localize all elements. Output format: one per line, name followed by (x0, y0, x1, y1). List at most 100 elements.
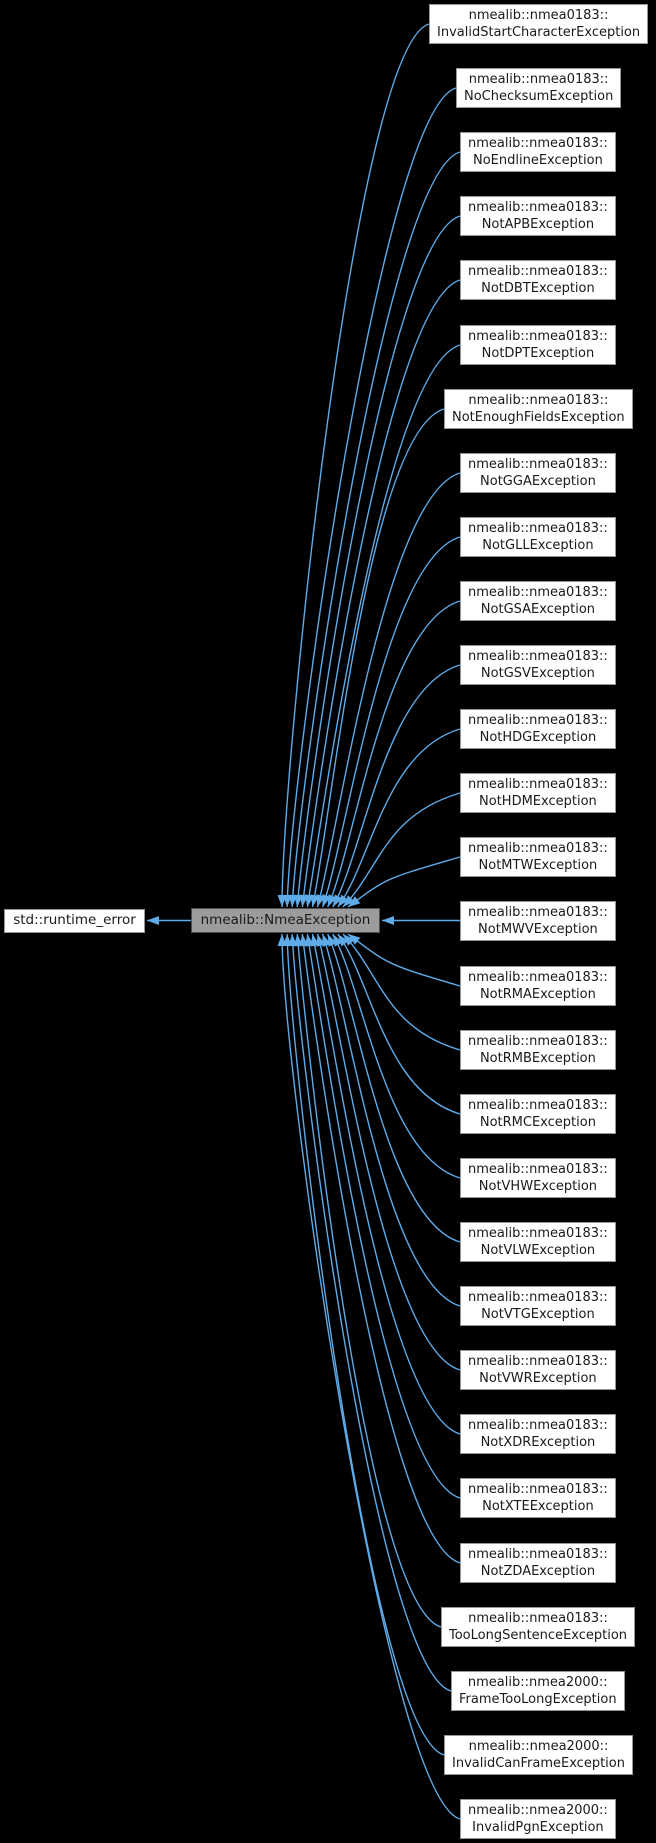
class-namespace: nmealib::nmea0183:: (468, 585, 608, 600)
class-name: NotGSAException (480, 601, 596, 617)
inheritance-edge (337, 728, 461, 908)
derived-class-node[interactable]: nmealib::nmea2000:: InvalidCanFrameExcep… (444, 1735, 633, 1775)
inheritance-edge (288, 933, 452, 1692)
inheritance-edge (316, 472, 461, 908)
class-name: TooLongSentenceException (449, 1627, 628, 1643)
inheritance-edge (342, 933, 461, 1051)
derived-class-node[interactable]: nmealib::nmea0183:: NotMTWException (460, 837, 616, 877)
class-namespace: nmealib::nmea0183:: (468, 521, 608, 536)
derived-class-node[interactable]: nmealib::nmea2000:: FrameTooLongExceptio… (451, 1671, 625, 1711)
derived-class-node[interactable]: nmealib::nmea0183:: NotRMCException (460, 1094, 616, 1134)
derived-class-node[interactable]: nmealib::nmea0183:: NotRMBException (460, 1030, 616, 1070)
class-name: NotDPTException (481, 345, 595, 361)
inheritance-edge (299, 279, 461, 908)
inheritance-edge (282, 87, 457, 908)
derived-class-node[interactable]: nmealib::nmea0183:: NotZDAException (460, 1543, 616, 1583)
class-namespace: nmealib::nmea0183:: (468, 1482, 608, 1497)
class-namespace: nmealib::nmea0183:: (468, 1290, 608, 1305)
class-name: NotRMCException (479, 1114, 596, 1130)
class-namespace: nmealib::nmea0183:: (468, 1226, 608, 1241)
inheritance-edge (332, 933, 461, 1179)
inheritance-edge (277, 23, 430, 908)
inheritance-edge (327, 933, 461, 1243)
inheritance-edge (304, 933, 461, 1499)
class-namespace: nmealib::nmea0183:: (468, 841, 608, 856)
derived-class-node[interactable]: nmealib::nmea0183:: NotVWRException (460, 1350, 616, 1390)
class-namespace: nmealib::nmea0183:: (468, 1034, 608, 1049)
inheritance-edge (282, 933, 445, 1756)
class-name: NotGLLException (482, 537, 594, 553)
class-name: NotMWVException (478, 921, 598, 937)
class-namespace: nmealib::nmea0183:: (468, 1547, 608, 1562)
class-namespace: nmealib::nmea0183:: (468, 1098, 608, 1113)
class-namespace: nmealib::nmea2000:: (468, 1803, 608, 1818)
class-name: NotVLWException (480, 1242, 596, 1258)
class-namespace: nmealib::nmea2000:: (468, 1739, 609, 1754)
inheritance-edge (310, 933, 461, 1435)
class-namespace: nmealib::nmea0183:: (468, 1418, 608, 1433)
class-name: NotZDAException (480, 1563, 596, 1579)
class-name: NotXDRException (480, 1434, 596, 1450)
inheritance-edge (347, 933, 461, 987)
class-namespace: nmealib::nmea0183:: (468, 200, 608, 215)
inheritance-edge (321, 933, 461, 1307)
class-namespace: nmealib::nmea0183:: (468, 1611, 608, 1626)
class-name: NotEnoughFieldsException (452, 409, 625, 425)
class-name: InvalidPgnException (472, 1819, 604, 1835)
derived-class-node[interactable]: nmealib::nmea0183:: NotGGAException (460, 453, 616, 493)
derived-class-node[interactable]: nmealib::nmea0183:: NotHDGException (460, 709, 616, 749)
inheritance-edge (293, 215, 461, 908)
derived-class-node[interactable]: nmealib::nmea0183:: NotMWVException (460, 901, 616, 941)
class-namespace: nmealib::nmea0183:: (468, 649, 608, 664)
derived-class-node[interactable]: nmealib::nmea0183:: NotVLWException (460, 1222, 616, 1262)
derived-class-node[interactable]: nmealib::nmea2000:: InvalidPgnException (460, 1799, 616, 1839)
derived-class-node[interactable]: nmealib::nmea0183:: NotXDRException (460, 1414, 616, 1454)
derived-class-node[interactable]: nmealib::nmea0183:: NotDBTException (460, 260, 616, 300)
derived-class-node[interactable]: nmealib::nmea0183:: TooLongSentenceExcep… (441, 1607, 636, 1647)
inheritance-edge (327, 600, 461, 908)
inheritance-edge (310, 408, 445, 908)
derived-class-node[interactable]: nmealib::nmea0183:: NotVTGException (460, 1286, 616, 1326)
derived-class-node[interactable]: nmealib::nmea0183:: NotEnoughFieldsExcep… (444, 389, 633, 429)
class-namespace: nmealib::nmea0183:: (468, 329, 608, 344)
class-name: NoChecksumException (464, 88, 614, 104)
class-name: InvalidCanFrameException (452, 1755, 625, 1771)
derived-class-node[interactable]: nmealib::nmea0183:: NotGSAException (460, 581, 616, 621)
derived-class-node[interactable]: nmealib::nmea0183:: NotRMAException (460, 966, 616, 1006)
class-namespace: nmealib::nmea0183:: (468, 457, 608, 472)
derived-class-node[interactable]: nmealib::nmea0183:: NotXTEException (460, 1478, 616, 1518)
inheritance-edge (299, 933, 461, 1564)
class-name: FrameTooLongException (459, 1691, 617, 1707)
base-class-node: std::runtime_error (4, 909, 145, 933)
inheritance-edge (321, 536, 461, 908)
inheritance-edge (304, 344, 461, 908)
derived-class-node[interactable]: nmealib::nmea0183:: NoChecksumException (456, 68, 622, 108)
derived-class-node[interactable]: nmealib::nmea0183:: NotGLLException (460, 517, 616, 557)
class-name: NotMTWException (478, 857, 598, 873)
derived-class-node[interactable]: nmealib::nmea0183:: NotAPBException (460, 196, 616, 236)
base-class-label: std::runtime_error (13, 912, 136, 928)
class-namespace: nmealib::nmea0183:: (468, 264, 608, 279)
class-namespace: nmealib::nmea0183:: (468, 713, 608, 728)
inheritance-edge (332, 664, 461, 908)
class-name: NotXTEException (482, 1498, 594, 1514)
derived-class-node[interactable]: nmealib::nmea0183:: NotDPTException (460, 325, 616, 365)
inheritance-edge (293, 933, 442, 1628)
derived-class-node[interactable]: nmealib::nmea0183:: NotVHWException (460, 1158, 616, 1198)
derived-class-node[interactable]: nmealib::nmea0183:: NoEndlineException (460, 132, 616, 172)
class-namespace: nmealib::nmea0183:: (468, 1162, 608, 1177)
derived-class-node[interactable]: nmealib::nmea0183:: NotGSVException (460, 645, 616, 685)
class-name: NotVWRException (479, 1370, 597, 1386)
derived-class-node[interactable]: nmealib::nmea0183:: InvalidStartCharacte… (429, 4, 649, 44)
class-name: NotRMAException (479, 986, 596, 1002)
class-name: NotHDGException (479, 729, 597, 745)
class-name: NotGGAException (480, 473, 596, 489)
class-name: NotDBTException (481, 280, 595, 296)
inheritance-edge (347, 856, 461, 908)
class-namespace: nmealib::nmea0183:: (468, 136, 608, 151)
derived-class-node[interactable]: nmealib::nmea0183:: NotHDMException (460, 773, 616, 813)
class-namespace: nmealib::nmea0183:: (468, 905, 608, 920)
class-namespace: nmealib::nmea0183:: (468, 393, 609, 408)
